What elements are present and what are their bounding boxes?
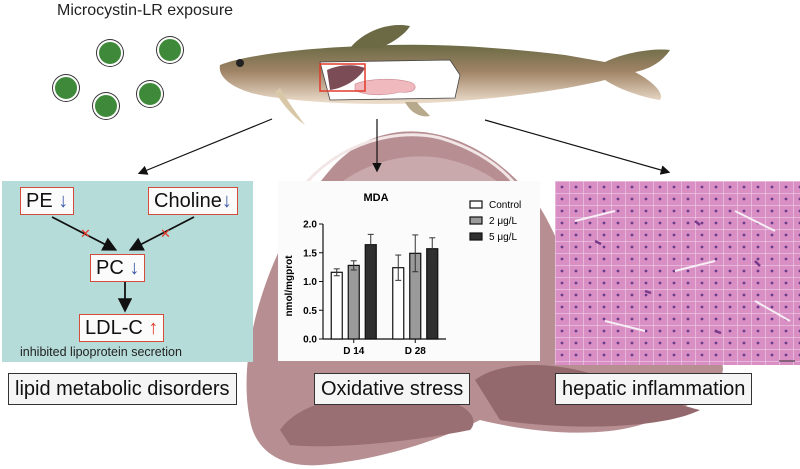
- legend-swatch: [469, 232, 483, 241]
- down-arrow-icon: ↓: [58, 190, 69, 212]
- x-tick-label: D 28: [405, 346, 427, 357]
- up-arrow-icon: ↑: [148, 317, 159, 339]
- legend-swatch: [469, 200, 483, 209]
- caption-oxidative: Oxidative stress: [314, 373, 471, 405]
- y-tick-label: 1.0: [303, 277, 317, 288]
- toxin-bead-icon: [137, 81, 163, 107]
- x-tick-label: D 14: [343, 346, 365, 357]
- bar: [426, 248, 439, 340]
- node-pe: PE ↓: [20, 187, 75, 215]
- exposure-title: Microcystin-LR exposure: [57, 2, 234, 19]
- toxin-bead-icon: [93, 93, 119, 119]
- bar: [330, 271, 343, 340]
- caption-lipid: lipid metabolic disorders: [8, 373, 237, 405]
- chart-title: MDA: [363, 192, 388, 204]
- lipid-pathway-panel: PE ↓ Choline↓ ✕ ✕ PC ↓ LDL-C ↑: [2, 181, 253, 362]
- toxin-bead-icon: [97, 40, 123, 66]
- y-tick-label: 0.0: [303, 335, 317, 346]
- node-choline: Choline↓: [148, 187, 238, 215]
- legend-label: Control: [489, 200, 521, 211]
- node-pc-label: PC: [96, 257, 124, 279]
- node-pc: PC ↓: [90, 254, 146, 282]
- pathway-arrows: ✕ ✕: [51, 216, 195, 313]
- legend-label: 5 μg/L: [489, 232, 517, 243]
- lipid-note: inhibited lipoprotein secretion: [20, 345, 182, 359]
- arrow-to-lipid: [137, 118, 273, 175]
- node-pe-label: PE: [26, 190, 53, 212]
- liver-histology-image: [555, 181, 800, 365]
- legend-label: 2 μg/L: [489, 216, 517, 227]
- bar: [347, 264, 360, 340]
- blocked-cross-icon: ✕: [160, 226, 171, 241]
- blocked-cross-icon: ✕: [80, 226, 91, 241]
- node-choline-label: Choline: [154, 190, 222, 212]
- arrow-to-histology: [484, 119, 671, 175]
- toxin-bead-icon: [53, 75, 79, 101]
- y-tick-label: 1.5: [303, 248, 317, 259]
- legend-swatch: [469, 216, 483, 225]
- caption-inflammation: hepatic inflammation: [555, 373, 753, 405]
- y-tick-label: 2.0: [303, 220, 317, 231]
- node-ldl-c: LDL-C ↑: [79, 314, 165, 342]
- down-arrow-icon: ↓: [129, 257, 140, 279]
- fish-illustration: [219, 24, 670, 125]
- liver-highlight-box: [319, 63, 366, 92]
- bar: [364, 244, 377, 340]
- node-ldl-c-label: LDL-C: [85, 317, 143, 339]
- down-arrow-icon: ↓: [221, 190, 232, 212]
- y-tick-label: 0.5: [303, 306, 317, 317]
- toxin-bead-icon: [157, 37, 183, 63]
- chart-y-label: nmol/mgprot: [284, 255, 295, 317]
